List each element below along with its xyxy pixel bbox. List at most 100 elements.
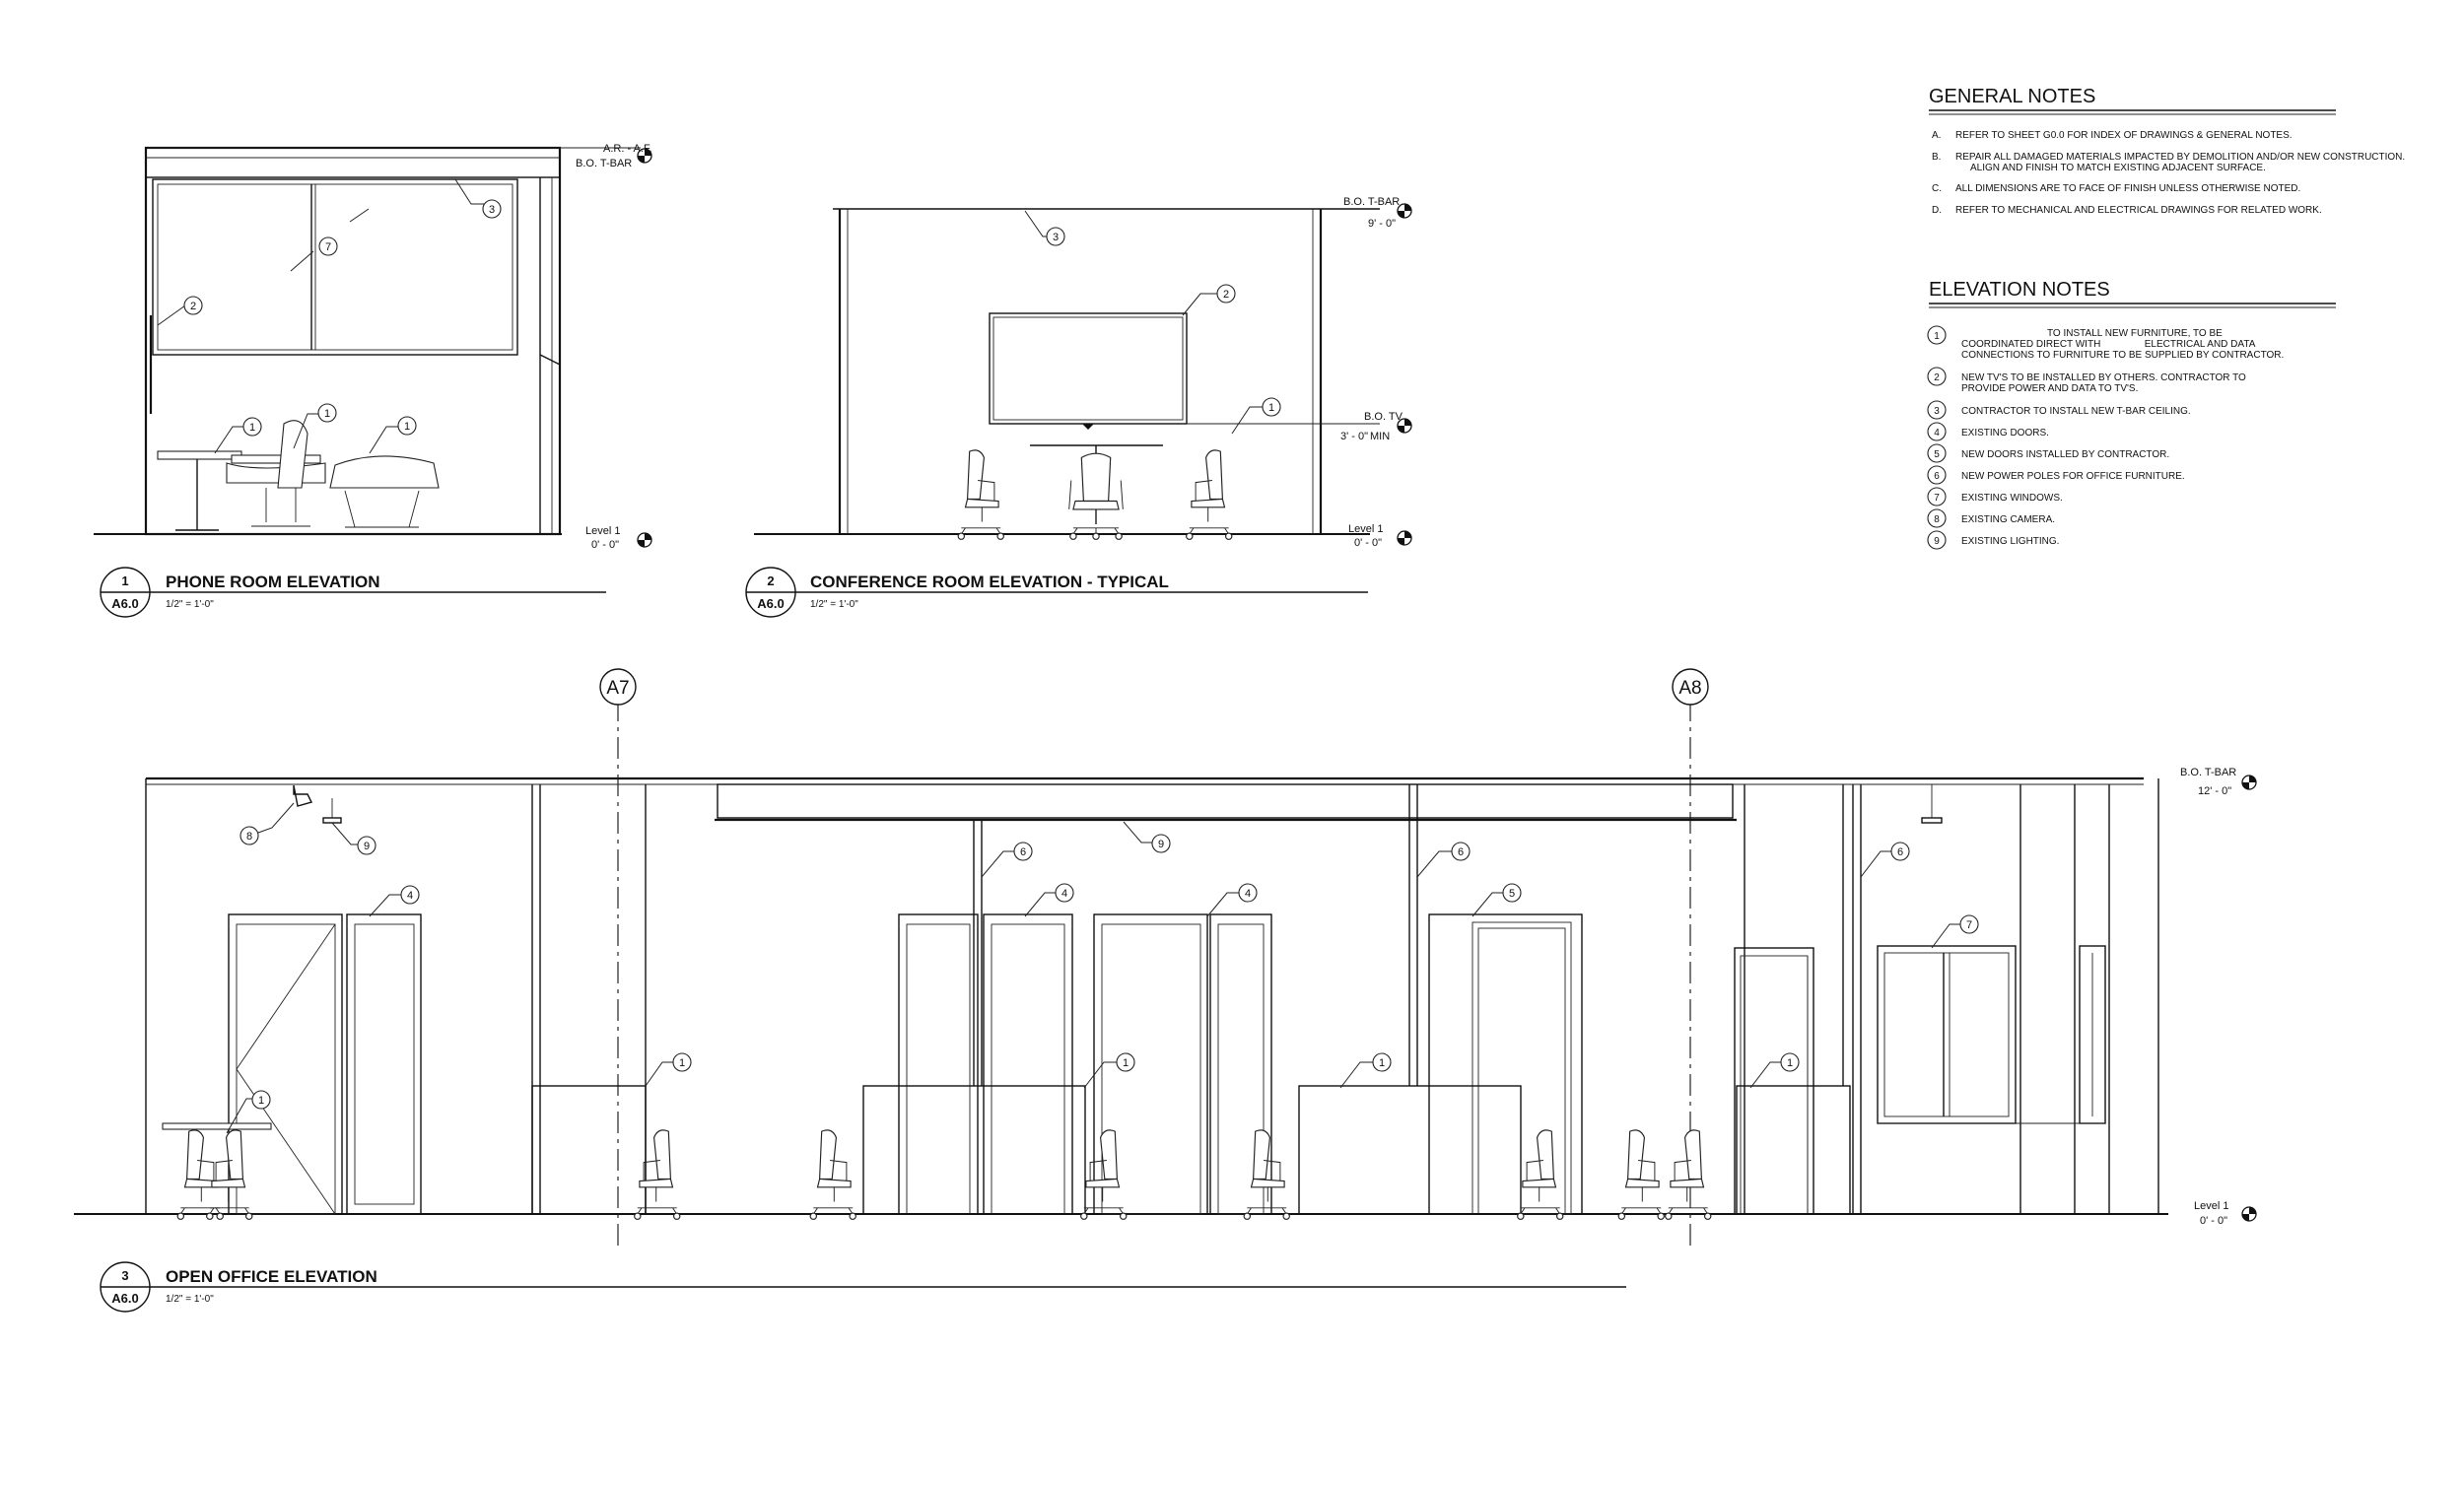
note-text: EXISTING CAMERA. [1961, 514, 2055, 525]
view-scale: 1/2" = 1'-0" [166, 1294, 214, 1305]
note-number: 6 [1934, 471, 1940, 482]
ceiling-light-bar [715, 783, 1737, 822]
tag-circle [240, 826, 259, 845]
office-level-bottom-name: Level 1 [2194, 1200, 2228, 1212]
phone-level-top-small: A.R. - A.F. [603, 143, 652, 155]
tag-label: 1 [249, 422, 255, 434]
tag-label: 6 [1897, 846, 1903, 858]
tag-circle [1372, 1052, 1392, 1072]
open-office-title-block: 3 A6.0 OPEN OFFICE ELEVATION 1/2" = 1'-0… [100, 1261, 1626, 1313]
note-number: 9 [1934, 536, 1940, 547]
tag-circle [397, 416, 417, 436]
view-scale: 1/2" = 1'-0" [810, 599, 858, 610]
tag-circle [1502, 883, 1522, 903]
elevation-note-3: 3 CONTRACTOR TO INSTALL NEW T-BAR CEILIN… [1927, 400, 2191, 420]
open-office-tags: 8 9 4 1 1 9 6 4 4 1 [226, 802, 1979, 1134]
note-text: CONNECTIONS TO FURNITURE TO BE SUPPLIED … [1961, 350, 2284, 361]
note-text: CONTRACTOR TO INSTALL NEW T-BAR CEILING. [1961, 406, 2191, 417]
note-number: 8 [1934, 514, 1940, 525]
tag-label: 6 [1020, 846, 1026, 858]
phone-room-tags: 3 7 2 1 1 1 [157, 178, 502, 454]
tag-label: 2 [1223, 289, 1229, 301]
tag-label: 1 [258, 1095, 264, 1107]
tag-circle [1055, 883, 1074, 903]
tag-circle [1116, 1052, 1135, 1072]
tag-label: 1 [1379, 1057, 1385, 1069]
tag-label: 4 [1061, 888, 1067, 900]
sheet-number: A6.0 [111, 1291, 138, 1306]
view-number: 1 [121, 574, 128, 588]
note-letter: A. [1932, 130, 1941, 141]
conf-level-bottom-value: 0' - 0" [1354, 537, 1382, 549]
note-text: ALL DIMENSIONS ARE TO FACE OF FINISH UNL… [1955, 183, 2300, 194]
conference-chairs [957, 449, 1233, 540]
tag-label: 5 [1509, 888, 1515, 900]
tag-circle [482, 199, 502, 219]
note-number: 1 [1934, 331, 1940, 342]
phone-room-elevation: A.R. - A.F. B.O. T-BAR Level 1 0' - 0" 3… [94, 143, 652, 618]
elevation-note-6: 6 NEW POWER POLES FOR OFFICE FURNITURE. [1927, 465, 2185, 485]
note-text: NEW TV'S TO BE INSTALLED BY OTHERS. CONT… [1961, 372, 2246, 383]
note-text: ALIGN AND FINISH TO MATCH EXISTING ADJAC… [1970, 163, 2266, 173]
tag-label: 1 [1123, 1057, 1129, 1069]
open-office-workstations [531, 1085, 1851, 1215]
tag-circle [317, 403, 337, 423]
general-note-a: A. REFER TO SHEET G0.0 FOR INDEX OF DRAW… [1932, 130, 2293, 141]
tag-label: 4 [407, 890, 413, 902]
general-note-d: D. REFER TO MECHANICAL AND ELECTRICAL DR… [1932, 205, 2322, 216]
open-office-door-left [228, 913, 422, 1215]
note-number: 7 [1934, 493, 1940, 504]
note-text: TO INSTALL NEW FURNITURE, TO BE [2047, 328, 2223, 339]
elevation-note-5: 5 NEW DOORS INSTALLED BY CONTRACTOR. [1927, 443, 2169, 463]
tag-label: 7 [1966, 919, 1972, 931]
note-number: 3 [1934, 406, 1940, 417]
tag-circle [1451, 842, 1471, 861]
elevation-note-8: 8 EXISTING CAMERA. [1927, 508, 2055, 528]
note-text: EXISTING DOORS. [1961, 428, 2049, 439]
tag-circle [1151, 834, 1171, 853]
open-office-chairs [162, 1122, 1712, 1220]
view-number: 3 [121, 1268, 128, 1283]
conf-level-tv-name: B.O. TV [1364, 411, 1403, 423]
tag-label: 2 [190, 301, 196, 312]
sheet-number: A6.0 [111, 596, 138, 611]
view-title: PHONE ROOM ELEVATION [166, 573, 380, 591]
tag-circle [1262, 397, 1281, 417]
view-number: 2 [767, 574, 774, 588]
note-text: PROVIDE POWER AND DATA TO TV'S. [1961, 383, 2138, 394]
note-text: REFER TO MECHANICAL AND ELECTRICAL DRAWI… [1955, 205, 2322, 216]
tag-circle [242, 417, 262, 437]
office-level-bottom-value: 0' - 0" [2200, 1215, 2227, 1227]
tag-circle [251, 1090, 271, 1110]
tag-circle [1890, 842, 1910, 861]
note-text: NEW DOORS INSTALLED BY CONTRACTOR. [1961, 449, 2169, 460]
tag-circle [1238, 883, 1258, 903]
note-text: COORDINATED DIRECT WITH ELECTRICAL AND D… [1961, 339, 2256, 350]
phone-level-top-name: B.O. T-BAR [576, 158, 632, 169]
elevation-note-4: 4 EXISTING DOORS. [1927, 422, 2049, 441]
general-notes-heading: GENERAL NOTES [1929, 86, 2095, 107]
tag-circle [357, 836, 376, 855]
elevation-note-1: 1 TO INSTALL NEW FURNITURE, TO BE COORDI… [1927, 325, 2284, 361]
conf-level-top-value: 9' - 0" [1368, 218, 1396, 230]
tag-label: 1 [324, 408, 330, 420]
note-text: REFER TO SHEET G0.0 FOR INDEX OF DRAWING… [1955, 130, 2293, 141]
tag-label: 7 [325, 241, 331, 253]
note-text: REPAIR ALL DAMAGED MATERIALS IMPACTED BY… [1955, 152, 2405, 163]
sheet-number: A6.0 [757, 596, 784, 611]
tag-circle [1780, 1052, 1800, 1072]
tag-circle [400, 885, 420, 905]
phone-room-title-block: 1 A6.0 PHONE ROOM ELEVATION 1/2" = 1'-0" [100, 567, 606, 618]
tag-label: 6 [1458, 846, 1464, 858]
tag-label: 4 [1245, 888, 1251, 900]
general-note-b: B. REPAIR ALL DAMAGED MATERIALS IMPACTED… [1932, 152, 2405, 173]
office-level-top-name: B.O. T-BAR [2180, 767, 2236, 778]
tag-label: 1 [1268, 402, 1274, 414]
conf-level-bottom-name: Level 1 [1348, 523, 1383, 535]
tag-label: 3 [489, 204, 495, 216]
phone-room-furniture [157, 420, 440, 531]
conf-level-tv-min: MIN [1370, 431, 1390, 442]
tag-circle [672, 1052, 692, 1072]
elevation-note-9: 9 EXISTING LIGHTING. [1927, 530, 2059, 550]
